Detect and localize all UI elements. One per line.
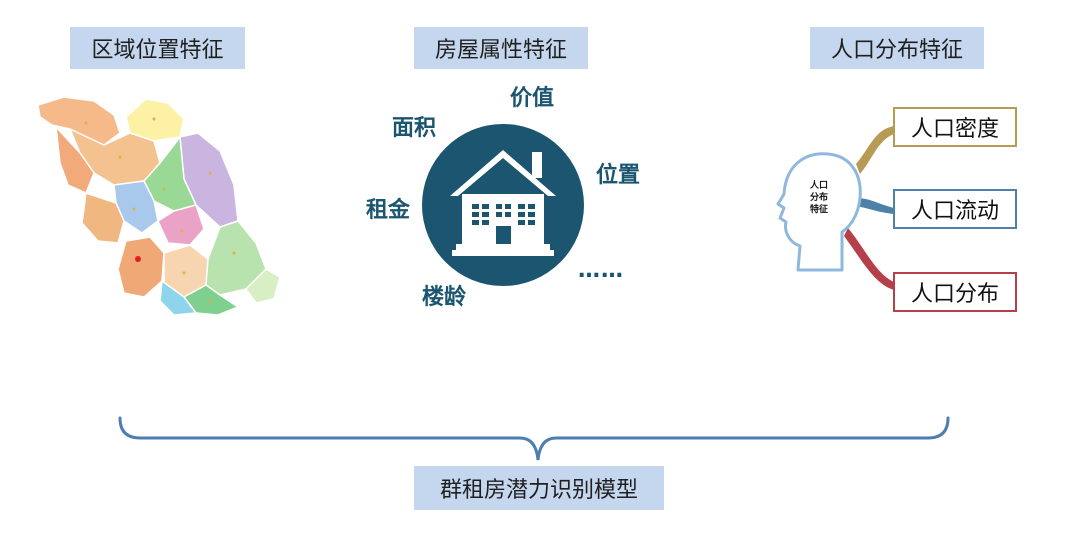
population-density-label: 人口密度 [910, 117, 999, 142]
region-map-image [37, 96, 281, 316]
map-city-dot [162, 187, 166, 191]
population-feature-label: 人口分布特征 [830, 38, 963, 63]
head-label-line: 人口 [809, 181, 828, 191]
house-attr-age: 楼龄 [422, 285, 467, 310]
map-city-dot [208, 171, 212, 175]
map-city-dot [208, 299, 212, 303]
map-region-south-blue [159, 280, 197, 316]
house-attr-area: 面积 [392, 116, 437, 141]
map-region-tip [245, 268, 281, 304]
population-distribution-box: 人口分布 [893, 272, 1017, 312]
map-region-west [81, 192, 125, 244]
map-city-dot [132, 207, 136, 211]
map-region-mid-pink [157, 204, 205, 246]
population-feature-header: 人口分布特征 [810, 27, 984, 69]
head-profile-icon [776, 126, 894, 290]
map-region-nanjing [117, 236, 165, 298]
region-feature-label: 区域位置特征 [91, 38, 224, 63]
population-flow-label: 人口流动 [910, 199, 999, 224]
map-region-center-green [143, 136, 197, 212]
population-distribution-label: 人口分布 [910, 282, 999, 307]
map-city-dot [152, 117, 156, 121]
house-feature-label: 房屋属性特征 [434, 38, 567, 63]
head-label-line: 分布 [809, 193, 828, 203]
map-city-dot [84, 121, 88, 125]
house-attr-more: …… [578, 258, 624, 283]
connector-dist [844, 228, 894, 290]
map-city-dot [232, 251, 236, 255]
model-title-box: 群租房潜力识别模型 [414, 466, 664, 510]
grouping-bracket [118, 416, 950, 461]
house-circle-icon [422, 124, 584, 286]
head-label: 人口 分布 特征 [797, 180, 841, 216]
house-feature-header: 房屋属性特征 [414, 27, 588, 69]
connector-flow [856, 198, 894, 214]
house-attr-location: 位置 [596, 163, 641, 188]
house-attr-value: 价值 [510, 86, 555, 111]
map-city-dot [182, 271, 186, 275]
map-city-dot [118, 155, 122, 159]
house-attr-rent: 租金 [366, 198, 411, 223]
population-density-box: 人口密度 [893, 107, 1017, 147]
connector-density [856, 126, 894, 174]
map-capital-marker [135, 256, 141, 262]
population-flow-box: 人口流动 [893, 189, 1017, 229]
head-label-line: 特征 [809, 205, 828, 215]
region-feature-header: 区域位置特征 [70, 27, 245, 69]
map-city-dot [180, 229, 184, 233]
model-title-label: 群租房潜力识别模型 [439, 478, 638, 503]
